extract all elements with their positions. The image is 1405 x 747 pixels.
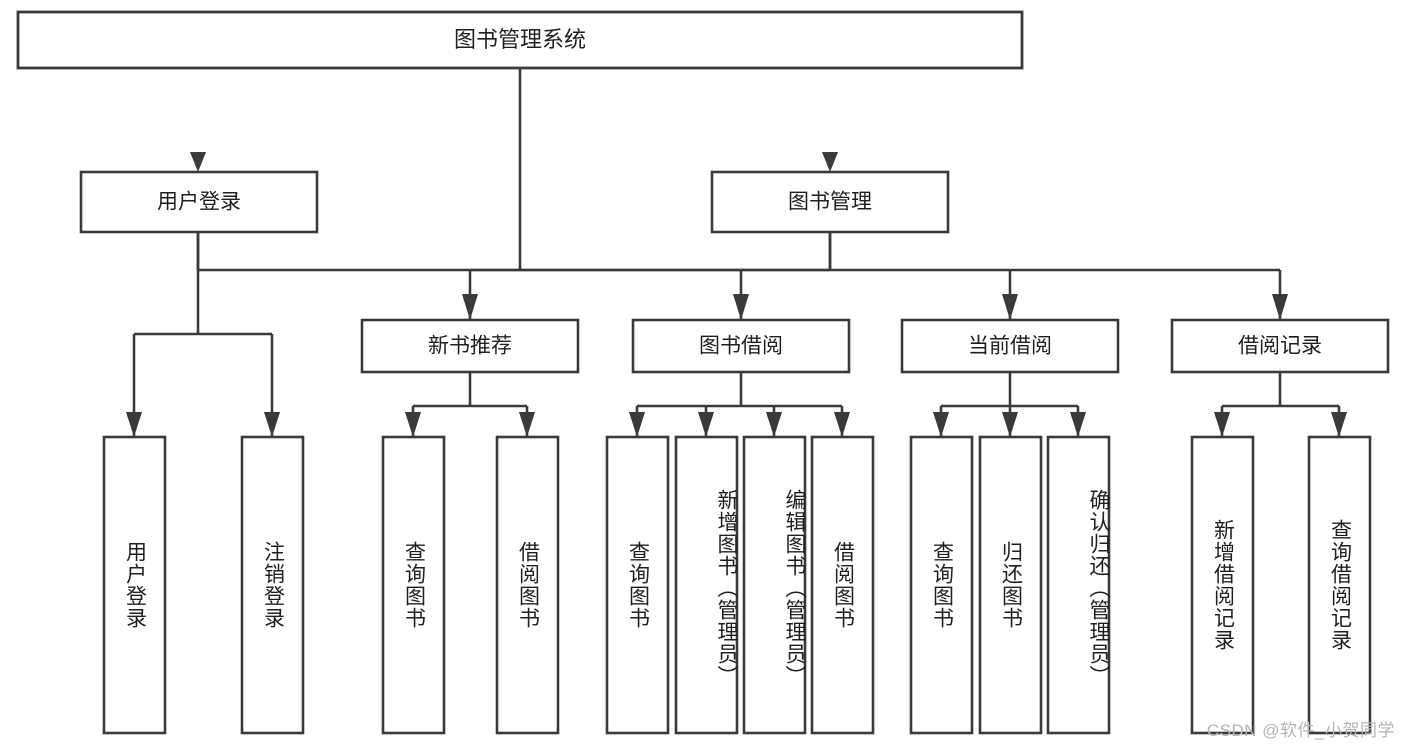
arrowhead-br-1 [1331,412,1347,437]
node-user-login[interactable] [79,170,319,234]
arrowhead-user-login-child-1 [264,412,280,437]
arrowhead-level2-2 [1002,294,1018,320]
leaf-book-borrow-3[interactable] [810,435,875,735]
node-book-borrow-label: 图书借阅 [699,335,783,358]
watermark: CSDN @软件_小贺同学 [1206,721,1395,740]
node-new-book-rec-label: 新书推荐 [428,335,512,358]
leaf-current-borrow-2[interactable] [1046,435,1111,735]
leaf-current-borrow-0[interactable] [909,435,974,735]
arrowhead-cb-0 [933,412,949,437]
arrowhead-bb-1 [698,412,714,437]
connector-group-root [198,68,830,272]
leaf-current-borrow-1[interactable] [978,435,1043,735]
arrowhead-br-0 [1214,412,1230,437]
arrowhead-bb-2 [766,412,782,437]
connector-group-book-manage [462,232,1288,320]
leaf-book-borrow-1[interactable] [674,435,739,735]
arrowhead-bb-0 [629,412,645,437]
arrowhead-nbr-0 [405,412,421,437]
leaf-book-borrow-2[interactable] [742,435,807,735]
node-new-book-rec[interactable] [360,318,580,374]
leaf-book-borrow-0[interactable] [605,435,670,735]
connector-group-borrow-record [1214,372,1347,437]
leaf-borrow-record-0[interactable] [1190,435,1255,735]
connector-group-current-borrow [933,372,1086,437]
node-book-manage[interactable] [710,170,950,234]
node-book-borrow[interactable] [631,318,851,374]
leaf-user-login-0[interactable] [102,435,167,735]
arrowhead-user-login [190,152,206,172]
arrowhead-level2-1 [733,294,749,320]
arrowhead-level2-0 [462,294,478,320]
node-current-borrow[interactable] [900,318,1120,374]
connector-group-new-book-rec [405,372,535,437]
arrowhead-cb-1 [1002,412,1018,437]
arrowhead-user-login-child-0 [126,412,142,437]
leaf-new-book-rec-0[interactable] [381,435,446,735]
arrowhead-bb-3 [834,412,850,437]
node-user-login-label: 用户登录 [157,191,241,214]
arrowhead-nbr-1 [519,412,535,437]
node-current-borrow-label: 当前借阅 [968,335,1052,358]
leaf-user-login-1[interactable] [240,435,305,735]
node-borrow-record-label: 借阅记录 [1238,335,1322,358]
node-root[interactable] [16,10,1024,70]
node-book-manage-label: 图书管理 [788,191,872,214]
connector-group-user-login [126,232,280,437]
arrowhead-level2-3 [1272,294,1288,320]
leaf-borrow-record-1[interactable] [1307,435,1372,735]
arrowhead-cb-2 [1070,412,1086,437]
leaf-new-book-rec-1[interactable] [495,435,560,735]
connector-group-book-borrow [629,372,850,437]
node-borrow-record[interactable] [1170,318,1390,374]
node-root-label: 图书管理系统 [454,27,586,52]
arrowhead-book-manage [822,152,838,172]
